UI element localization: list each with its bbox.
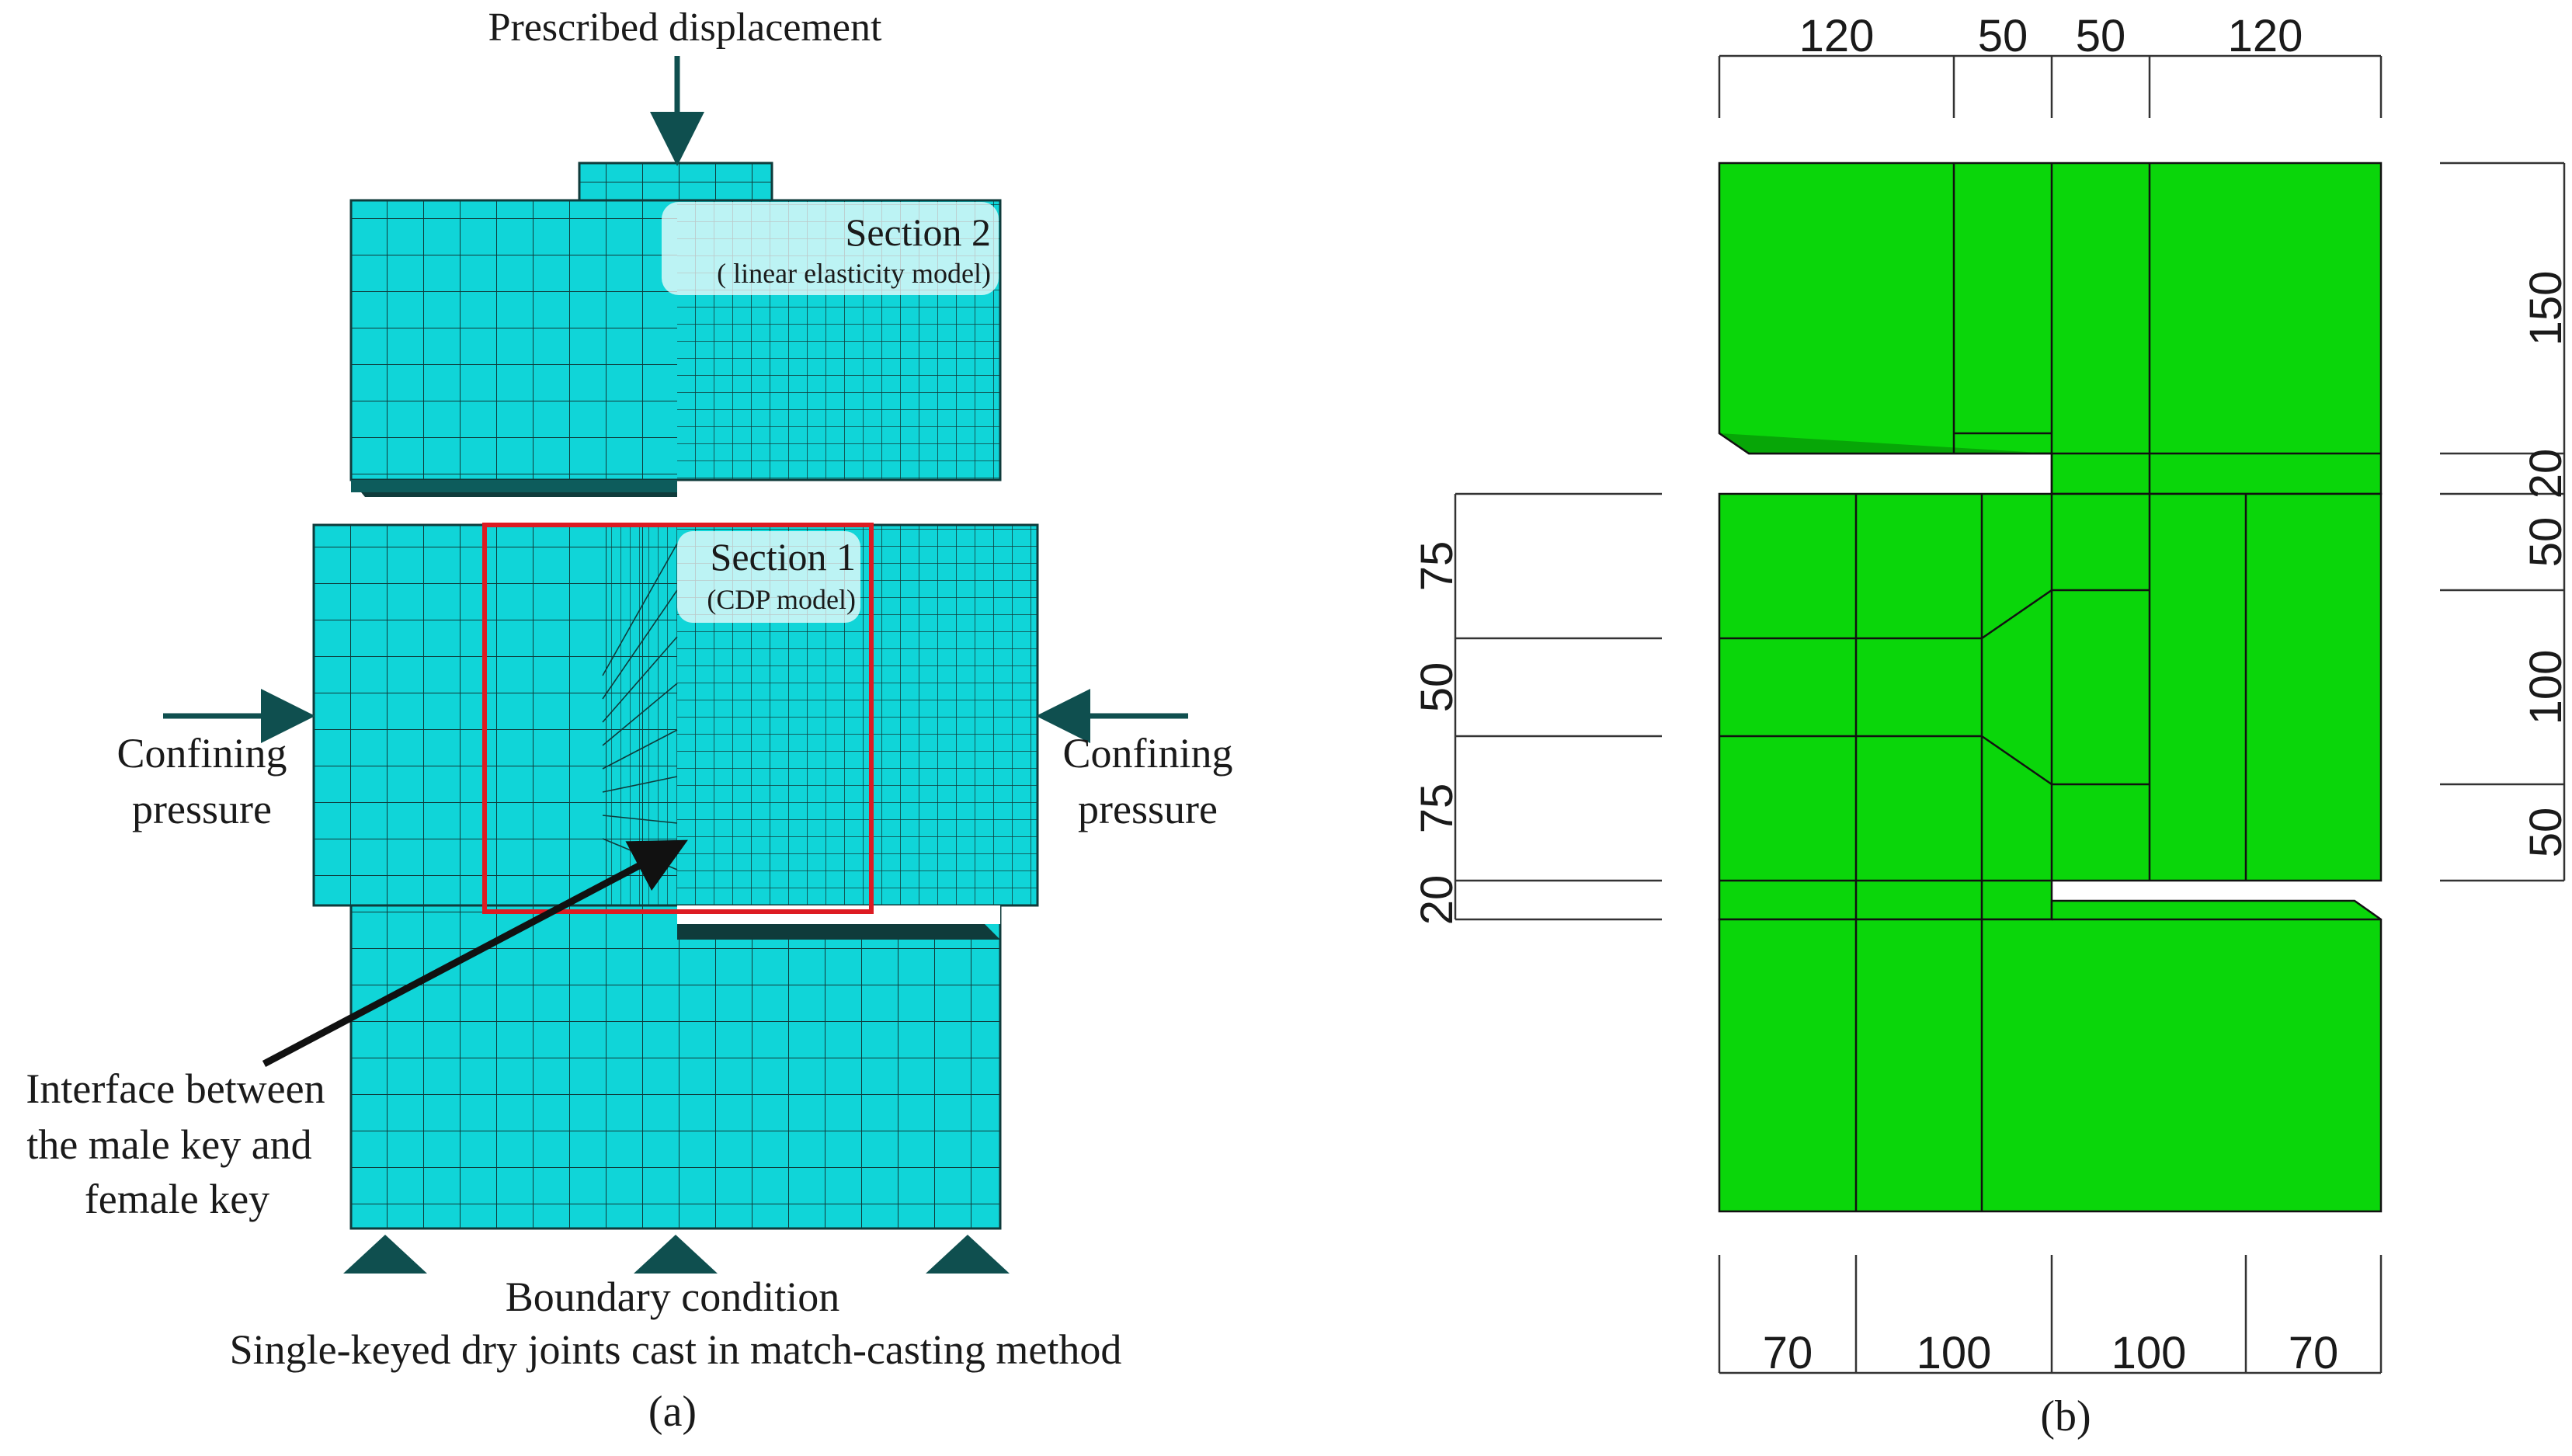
bottom-dim-1: 70 [1763,1328,1813,1378]
top-dimension-lines [1718,54,2383,118]
interface-line1: Interface between [26,1065,325,1112]
left-dim-4: 20 [1412,875,1462,926]
loading-plate-mesh [578,162,773,203]
specimen-geometry [1718,162,2383,1213]
bottom-dimension-lines [1718,1255,2383,1374]
top-dim-3: 50 [2076,11,2126,61]
confining-left-line2: pressure [132,786,272,832]
panel-a-label: (a) [648,1388,697,1436]
panel-a: Section 2 ( linear elasticity model) Sec… [26,5,1232,1436]
section2-title: Section 2 [846,210,991,254]
top-dim-4: 120 [2228,11,2303,61]
section1-frame [482,523,874,914]
confining-right-line2: pressure [1078,786,1218,832]
right-dim-1: 150 [2521,271,2571,346]
interface-pointer-arrow [262,839,688,1067]
right-dim-3: 50 [2521,517,2571,568]
prescribed-displacement-label: Prescribed displacement [488,5,882,50]
panel-a-caption: Single-keyed dry joints cast in match-ca… [230,1326,1122,1373]
support-middle [634,1235,718,1274]
confining-right-line1: Confining [1062,730,1232,777]
section1-label-box [677,531,860,623]
right-dimension-lines [2440,162,2566,882]
section1-subtitle: (CDP model) [707,584,856,615]
interface-line2: the male key and [26,1121,311,1168]
right-dim-5: 50 [2521,808,2571,858]
boundary-supports [343,1235,1010,1274]
bottom-dim-2: 100 [1917,1328,1992,1378]
top-dim-2: 50 [1978,11,2028,61]
section1-title: Section 1 [711,535,856,579]
right-dim-4: 100 [2521,650,2571,725]
boundary-condition-label: Boundary condition [506,1274,839,1320]
section2-label-box [662,202,999,295]
right-dim-2: 20 [2521,449,2571,499]
bottom-dim-3: 100 [2111,1328,2187,1378]
lower-segment-mesh [349,904,1002,1230]
bottom-dim-4: 70 [2289,1328,2339,1378]
confining-left-line1: Confining [116,730,287,777]
left-dim-2: 50 [1412,662,1462,713]
support-right [926,1235,1010,1274]
panel-b: 120 50 50 120 [1412,11,2571,1440]
interface-line3: female key [85,1176,269,1222]
left-dimension-lines [1454,492,1662,921]
panel-b-label: (b) [2040,1392,2091,1440]
support-left [343,1235,427,1274]
left-dim-3: 75 [1412,784,1462,834]
left-dim-1: 75 [1412,541,1462,592]
section2-subtitle: ( linear elasticity model) [717,258,991,289]
top-dim-1: 120 [1799,11,1875,61]
